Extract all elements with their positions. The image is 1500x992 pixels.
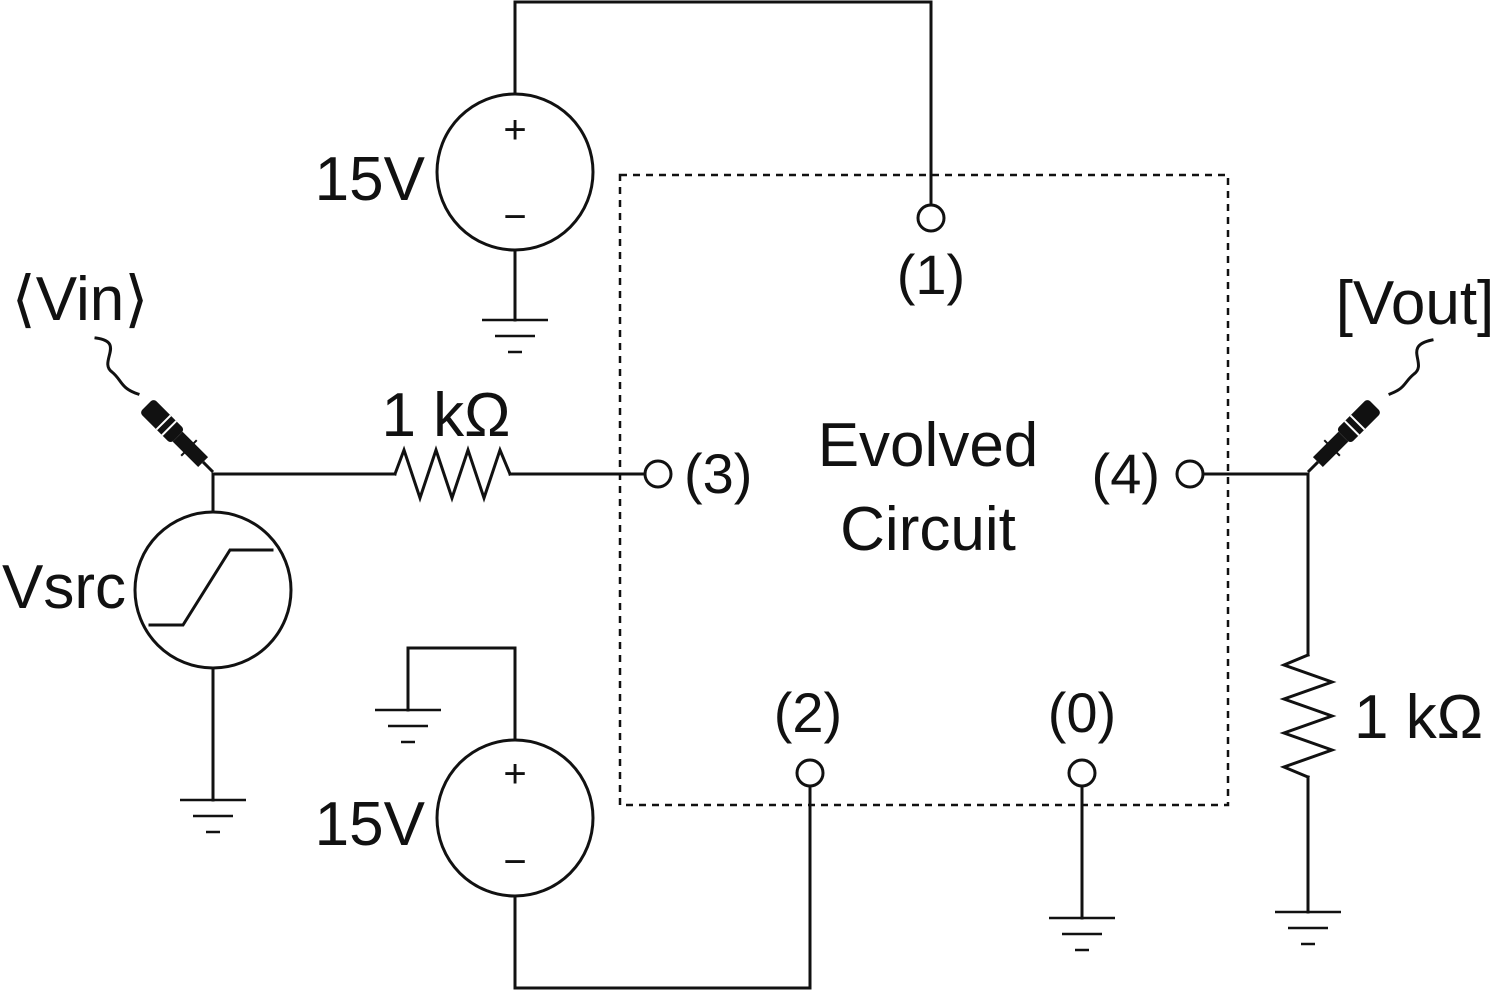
- input-group: 1 kΩ (3) Vsrc ⟨Vin⟩: [2, 265, 752, 834]
- bottom-supply-minus-sign: −: [503, 840, 526, 884]
- node-1-label: (1): [897, 243, 965, 306]
- input-resistor-label: 1 kΩ: [381, 381, 510, 450]
- top-supply-label: 15V: [315, 145, 426, 214]
- vout-probe-label: [Vout]: [1336, 269, 1495, 338]
- bottom-supply-label: 15V: [315, 790, 426, 859]
- input-wire-left: [211, 472, 397, 514]
- ground-icon: [375, 708, 441, 744]
- evolved-circuit-label-line2: Circuit: [840, 495, 1016, 564]
- top-supply-wire: [513, 0, 933, 206]
- node-4-label: (4): [1092, 442, 1160, 505]
- node-0-terminal: [1067, 758, 1097, 788]
- ground-icon: [1275, 910, 1341, 946]
- bottom-supply-group: + − 15V (2): [315, 646, 842, 990]
- node-1-terminal: [916, 203, 946, 233]
- node-3-terminal: [643, 459, 673, 489]
- vsrc-label: Vsrc: [2, 553, 126, 622]
- output-group: (4) 1 kΩ [Vout]: [1092, 269, 1495, 946]
- step-waveform-icon: [148, 548, 274, 627]
- input-resistor: [393, 445, 512, 503]
- ground-icon: [482, 318, 548, 354]
- node-0-label: (0): [1048, 681, 1116, 744]
- node-3-label: (3): [684, 442, 752, 505]
- load-resistor: [1279, 653, 1337, 779]
- evolved-circuit-label-line1: Evolved: [818, 411, 1039, 480]
- ground-icon: [180, 798, 246, 834]
- vin-probe-label: ⟨Vin⟩: [12, 265, 149, 334]
- bottom-supply-node-2-wire: [513, 785, 812, 990]
- evolved-circuit-box: [618, 173, 1230, 807]
- vout-probe-icon: [1306, 338, 1434, 474]
- load-resistor-label: 1 kΩ: [1354, 683, 1483, 752]
- bottom-supply-plus-sign: +: [503, 752, 526, 796]
- vsrc-source: [133, 510, 293, 670]
- top-supply-group: + − 15V (1): [315, 0, 965, 354]
- top-supply-minus-sign: −: [503, 195, 526, 239]
- bottom-supply-ground-wire: [406, 646, 517, 742]
- output-wire: [1202, 472, 1310, 657]
- node-2-label: (2): [774, 681, 842, 744]
- node-0-group: (0): [1048, 681, 1116, 952]
- top-supply-plus-sign: +: [503, 108, 526, 152]
- node-2-terminal: [795, 758, 825, 788]
- node-4-terminal: [1175, 459, 1205, 489]
- ground-icon: [1049, 916, 1115, 952]
- vin-probe-icon: [94, 336, 215, 474]
